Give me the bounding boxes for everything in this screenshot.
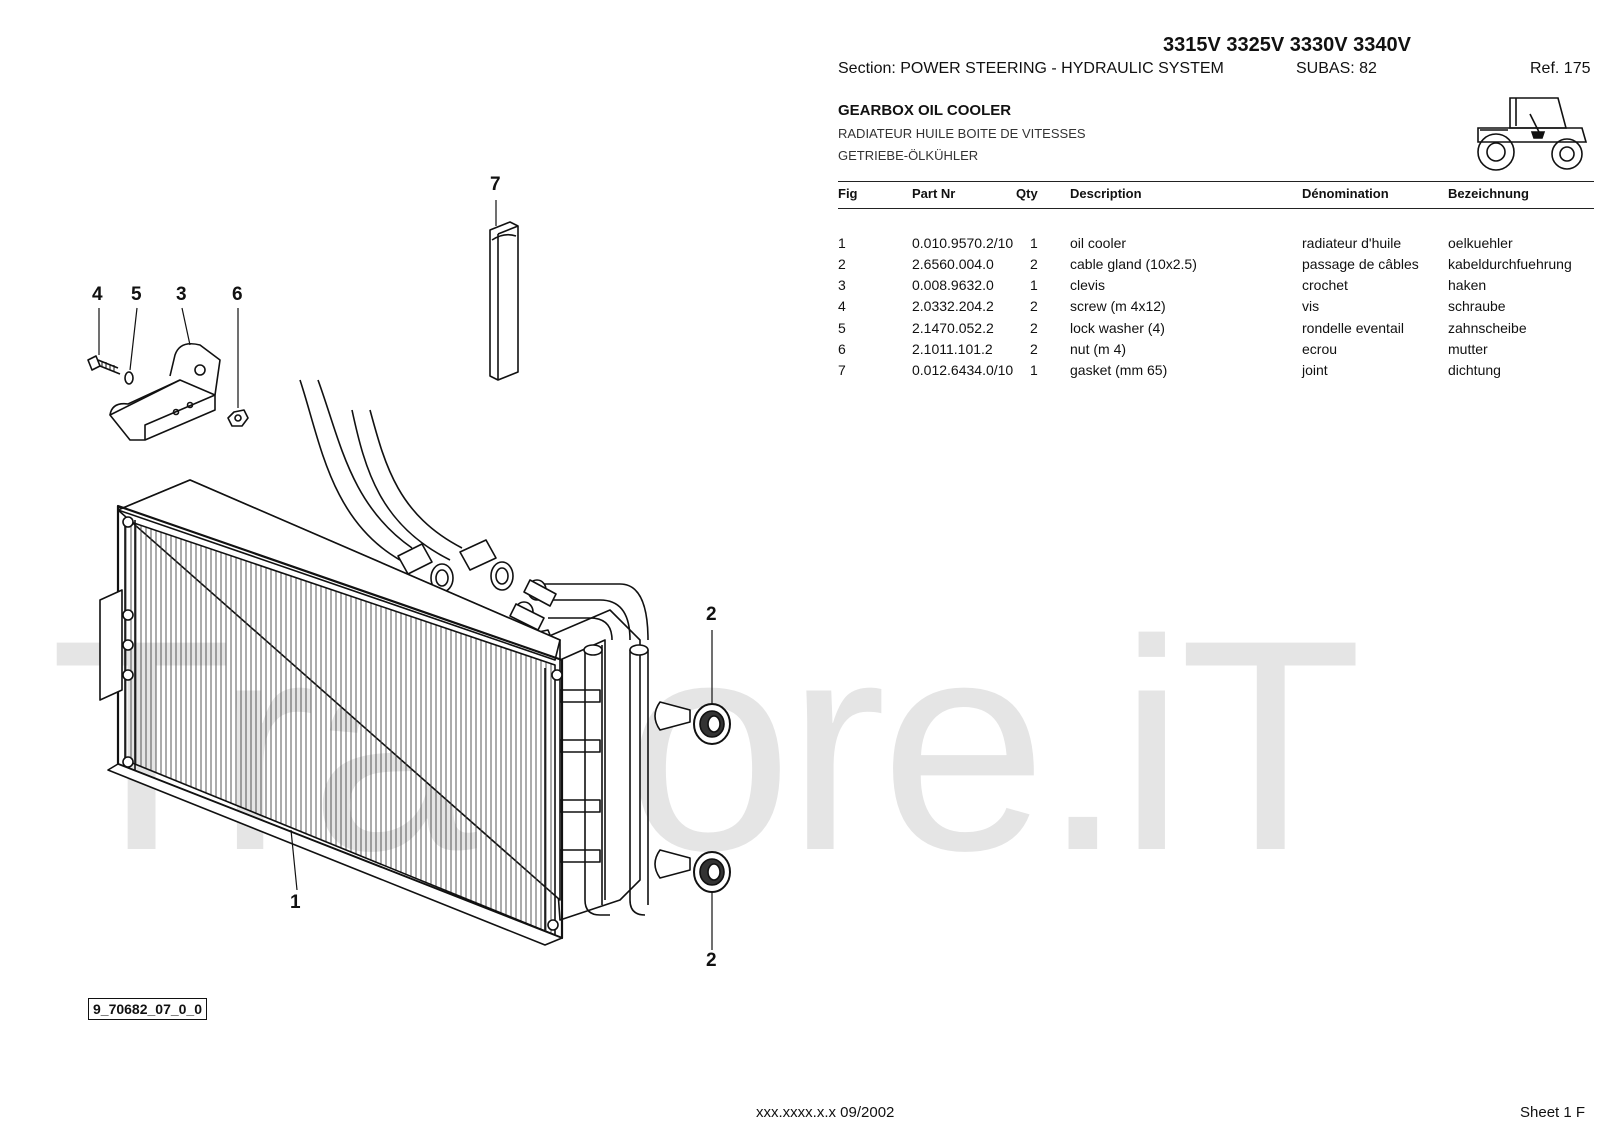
callout-5: 5: [131, 284, 142, 305]
hose-left: [299, 379, 401, 561]
cell-fig: 4: [838, 298, 846, 314]
nozzle-upper: [654, 701, 691, 731]
hose-right: [351, 409, 451, 561]
cell-bezeichnung: schraube: [1448, 298, 1506, 314]
cell-denomination: radiateur d'huile: [1302, 235, 1402, 251]
cell-denomination: joint: [1302, 362, 1328, 378]
cell-qty: 2: [1030, 341, 1038, 357]
cell-fig: 3: [838, 277, 846, 293]
cell-qty: 2: [1030, 256, 1038, 272]
callout-4: 4: [92, 284, 103, 305]
callout-7: 7: [490, 174, 501, 195]
cell-part-nr: 0.012.6434.0/10: [912, 362, 1014, 378]
col-header-bezeichnung: Bezeichnung: [1448, 186, 1529, 201]
cell-description: lock washer (4): [1070, 320, 1165, 336]
cell-description: nut (m 4): [1070, 341, 1127, 357]
cell-denomination: crochet: [1302, 277, 1348, 293]
tractor-icon: [1477, 97, 1588, 171]
cell-denomination: ecrou: [1302, 341, 1338, 357]
cell-bezeichnung: dichtung: [1448, 362, 1501, 378]
col-header-description: Description: [1070, 186, 1142, 201]
diagram-code-box: 9_70682_07_0_0: [88, 998, 208, 1020]
title-french: RADIATEUR HUILE BOITE DE VITESSES: [838, 126, 1086, 141]
cell-part-nr: 0.010.9570.2/10: [912, 235, 1014, 251]
cell-bezeichnung: kabeldurchfuehrung: [1448, 256, 1572, 272]
cell-fig: 7: [838, 362, 846, 378]
cell-fig: 6: [838, 341, 846, 357]
col-header-fig: Fig: [838, 186, 858, 201]
col-header-part-nr: Part Nr: [912, 186, 956, 201]
cell-part-nr: 0.008.9632.0: [912, 277, 994, 293]
cell-qty: 2: [1030, 320, 1038, 336]
exploded-parts-drawing: [87, 200, 731, 950]
cell-qty: 1: [1030, 277, 1038, 293]
grommet-lower: [693, 851, 731, 893]
cell-part-nr: 2.1470.052.2: [912, 320, 994, 336]
callout-2-lower: 2: [706, 950, 717, 971]
cell-part-nr: 2.0332.204.2: [912, 298, 994, 314]
nut: [227, 409, 249, 427]
cell-fig: 5: [838, 320, 846, 336]
model-list: 3315V 3325V 3330V 3340V: [1163, 34, 1411, 56]
cell-description: gasket (mm 65): [1070, 362, 1168, 378]
cell-part-nr: 2.6560.004.0: [912, 256, 994, 272]
footer-code: xxx.xxxx.x.x 09/2002: [756, 1104, 895, 1121]
cell-bezeichnung: haken: [1448, 277, 1487, 293]
ref-label: Ref. 175: [1530, 60, 1591, 77]
callout-6: 6: [232, 284, 243, 305]
cell-description: oil cooler: [1070, 235, 1127, 251]
grommet-upper: [693, 703, 731, 745]
subas-label: SUBAS: 82: [1296, 60, 1377, 77]
footer-sheet: Sheet 1 F: [1520, 1104, 1586, 1121]
cell-denomination: vis: [1302, 298, 1320, 314]
cell-bezeichnung: oelkuehler: [1448, 235, 1513, 251]
cell-bezeichnung: zahnscheibe: [1448, 320, 1527, 336]
cell-fig: 1: [838, 235, 846, 251]
cell-qty: 2: [1030, 298, 1038, 314]
callout-1: 1: [290, 892, 301, 913]
screw: [87, 355, 101, 371]
cell-fig: 2: [838, 256, 846, 272]
cell-part-nr: 2.1011.101.2: [912, 341, 993, 357]
callout-3: 3: [176, 284, 187, 305]
lock-washer: [124, 371, 134, 385]
gasket-strip: [489, 221, 519, 381]
col-header-qty: Qty: [1016, 186, 1038, 201]
title-english: GEARBOX OIL COOLER: [838, 102, 1012, 119]
cell-denomination: passage de câbles: [1302, 256, 1419, 272]
section-label: Section: POWER STEERING - HYDRAULIC SYST…: [838, 60, 1224, 77]
clevis-bracket: [109, 379, 216, 441]
cell-qty: 1: [1030, 362, 1038, 378]
cell-description: screw (m 4x12): [1070, 298, 1166, 314]
cell-denomination: rondelle eventail: [1302, 320, 1404, 336]
cell-description: cable gland (10x2.5): [1070, 256, 1197, 272]
title-german: GETRIEBE-ÖLKÜHLER: [838, 148, 979, 163]
cell-bezeichnung: mutter: [1448, 341, 1488, 357]
col-header-denomination: Dénomination: [1302, 186, 1389, 201]
table-header-rule: [838, 208, 1594, 209]
table-top-rule: [838, 181, 1594, 182]
nozzle-lower: [654, 849, 691, 879]
cell-qty: 1: [1030, 235, 1038, 251]
cell-description: clevis: [1070, 277, 1106, 293]
callout-2-upper: 2: [706, 604, 717, 625]
